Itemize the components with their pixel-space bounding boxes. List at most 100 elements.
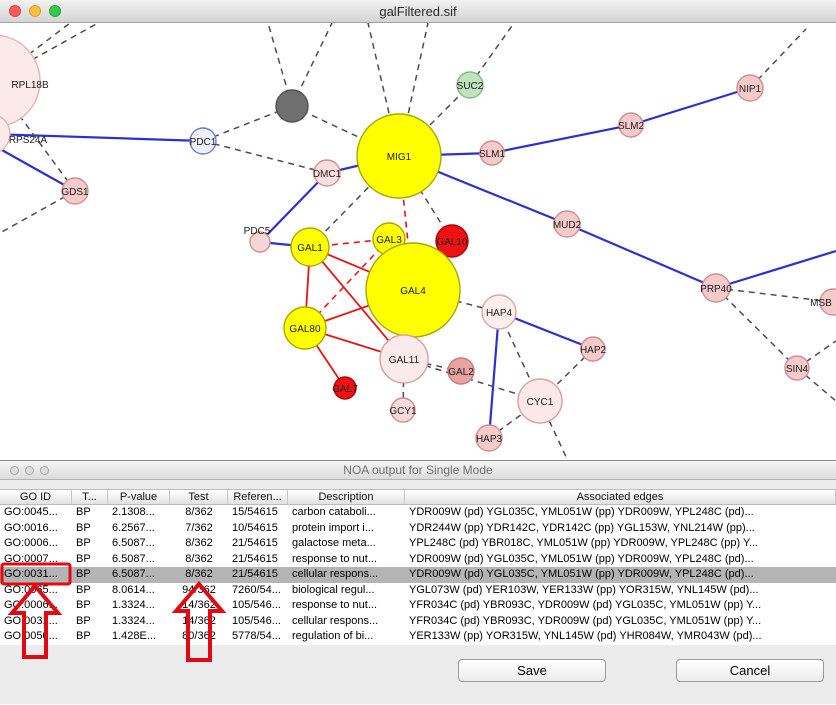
network-node-hap4[interactable] [481, 294, 517, 330]
column-header-description[interactable]: Description [288, 490, 405, 504]
cell-p_value: 6.5087... [112, 537, 155, 549]
cell-test: 14/362 [182, 614, 216, 627]
cell-go_id: GO:0007... [4, 552, 58, 565]
network-edge [796, 367, 836, 402]
network-node-big_left[interactable] [0, 34, 41, 128]
cell-test: 94/362 [182, 583, 216, 596]
network-node-gal11[interactable] [379, 334, 429, 384]
node-label-gal2: GAL2 [448, 367, 474, 378]
cell-p_value: 2.1308... [112, 506, 155, 518]
network-node-slm2[interactable] [618, 112, 644, 138]
cell-reference: 105/546... [232, 599, 281, 611]
cell-reference: 7260/54... [232, 583, 281, 596]
cell-reference: 21/54615 [232, 568, 278, 580]
cell-p_value: 1.428E... [112, 630, 157, 642]
column-header-test[interactable]: Test [170, 490, 228, 504]
network-window-titlebar[interactable]: galFiltered.sif [0, 0, 836, 23]
cell-test: 7/362 [185, 521, 213, 534]
network-node-sin4[interactable] [784, 355, 810, 381]
column-header-p_value[interactable]: P-value [108, 490, 170, 504]
cell-description: galactose meta... [292, 537, 376, 549]
network-node-pdc1[interactable] [189, 127, 217, 155]
network-node-gray_node[interactable] [275, 89, 309, 123]
cell-associated_edges: YER133W (pp) YOR315W, YNL145W (pd) YHR08… [409, 630, 762, 642]
cell-associated_edges: YFR034C (pd) YBR093C, YDR009W (pd) YGL03… [409, 599, 762, 611]
network-node-gal1[interactable] [290, 227, 330, 267]
network-node-gds1[interactable] [61, 177, 89, 205]
traffic-lights-inactive [10, 466, 49, 475]
network-node-msb[interactable] [819, 288, 836, 316]
cell-associated_edges: YDR009W (pd) YGL035C, YML051W (pp) YDR00… [409, 506, 754, 518]
cell-associated_edges: YDR244W (pp) YDR142C, YDR142C (pp) YGL15… [409, 521, 755, 534]
network-node-dmc1[interactable] [313, 159, 341, 187]
node-label-gal80: GAL80 [289, 324, 321, 335]
network-node-mud2[interactable] [553, 210, 581, 238]
cell-p_value: 6.5087... [112, 568, 155, 580]
network-node-hap2[interactable] [580, 336, 606, 362]
column-header-go_id[interactable]: GO ID [0, 490, 72, 504]
close-button-icon[interactable] [9, 5, 21, 17]
network-edge [630, 86, 751, 127]
node-label-pdc5: PDC5 [244, 226, 271, 237]
cell-reference: 5778/54... [232, 630, 281, 642]
network-canvas[interactable]: RPL18BRPS24AGDS1PDC1MIG1SUC2SLM1SLM2NIP1… [0, 23, 836, 460]
minimize-button-icon[interactable] [25, 466, 34, 475]
save-button[interactable]: Save [458, 659, 606, 682]
cell-associated_edges: YDR009W (pd) YGL035C, YML051W (pp) YDR00… [409, 568, 754, 580]
network-node-gal80[interactable] [283, 306, 327, 350]
column-header-type[interactable]: T... [72, 490, 108, 504]
cell-description: cellular respons... [292, 614, 379, 627]
network-edge [402, 358, 405, 411]
node-label-gal10: GAL10 [436, 237, 468, 248]
node-label-nip1: NIP1 [739, 84, 762, 95]
minimize-button-icon[interactable] [29, 5, 41, 17]
cell-test: 8/362 [185, 552, 213, 565]
cell-go_id: GO:0065... [4, 583, 58, 596]
cell-p_value: 6.2567... [112, 521, 155, 534]
node-label-mig1: MIG1 [387, 152, 412, 163]
network-node-prp40[interactable] [701, 273, 731, 303]
cell-associated_edges: YFR034C (pd) YBR093C, YDR009W (pd) YGL03… [409, 614, 762, 627]
cell-reference: 15/54615 [232, 506, 278, 518]
cell-description: regulation of bi... [292, 630, 374, 642]
network-node-pdc5[interactable] [249, 231, 271, 253]
network-node-nip1[interactable] [736, 74, 764, 102]
network-node-gal7[interactable] [333, 376, 357, 400]
network-node-mig1[interactable] [356, 113, 442, 199]
network-edge [715, 287, 834, 303]
network-node-cyc1[interactable] [517, 378, 563, 424]
network-window-title: galFiltered.sif [379, 3, 457, 19]
network-node-rps24a[interactable] [0, 114, 11, 154]
zoom-button-icon[interactable] [49, 5, 61, 17]
zoom-button-icon[interactable] [40, 466, 49, 475]
network-node-suc2[interactable] [456, 71, 484, 99]
cell-go_id: GO:0050... [4, 630, 58, 642]
network-node-slm1[interactable] [479, 140, 505, 166]
cancel-button[interactable]: Cancel [676, 659, 824, 682]
cell-associated_edges: YGL073W (pd) YER103W, YER133W (pp) YOR31… [409, 583, 759, 596]
network-node-gal10[interactable] [435, 224, 469, 258]
network-node-gal2[interactable] [447, 357, 475, 385]
column-header-reference[interactable]: Referen... [228, 490, 288, 504]
column-header-associated_edges[interactable]: Associated edges [405, 490, 836, 504]
network-node-hap3[interactable] [475, 424, 503, 452]
close-button-icon[interactable] [10, 466, 19, 475]
noa-window-titlebar[interactable]: NOA output for Single Mode [0, 461, 836, 480]
cell-description: cellular respons... [292, 568, 379, 580]
network-edge [0, 190, 76, 234]
network-node-gcy1[interactable] [390, 397, 416, 423]
